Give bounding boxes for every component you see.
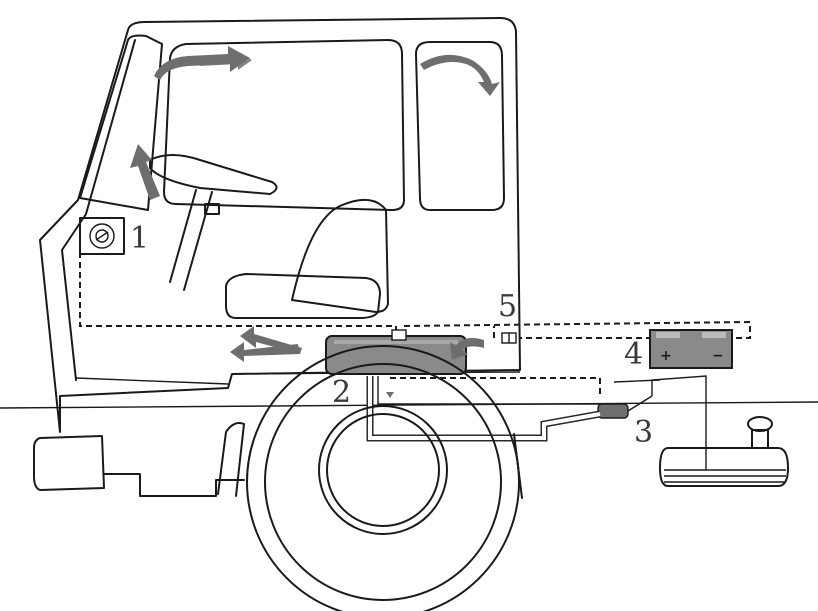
driver-seat [225,199,389,319]
airflow-arrow-top-right [420,54,500,96]
windshield [79,34,163,211]
air-heater-unit [325,329,467,375]
airflow-arrow-inlet [450,338,484,360]
control-switch [79,217,125,255]
fuel-and-exhaust-lines [366,375,707,470]
airflow-arrow-front [196,52,252,70]
callout-3-fuel-pump: 3 [634,415,653,450]
battery-plus-label: + [660,348,672,364]
front-bumper [33,435,245,497]
callout-4-battery: 4 [624,337,643,372]
callout-2-heater: 2 [332,375,351,410]
airflow-arrow-floor-left-2 [230,342,300,362]
callout-1-control-switch: 1 [130,221,149,256]
wiring-harness [79,252,751,398]
airflow-arrow-under [386,392,394,398]
front-window [163,39,405,211]
wheel [217,345,523,611]
side-window [415,41,505,211]
battery-minus-label: − [712,348,724,364]
battery: + − [649,329,733,369]
callout-5-fuse: 5 [498,289,517,324]
fuel-tank [659,416,789,487]
ground-line [0,401,818,409]
fuse-holder [501,332,517,344]
airflow-arrow-windshield [130,144,160,200]
steering-wheel [149,154,278,291]
airflow-arrows [130,46,500,398]
